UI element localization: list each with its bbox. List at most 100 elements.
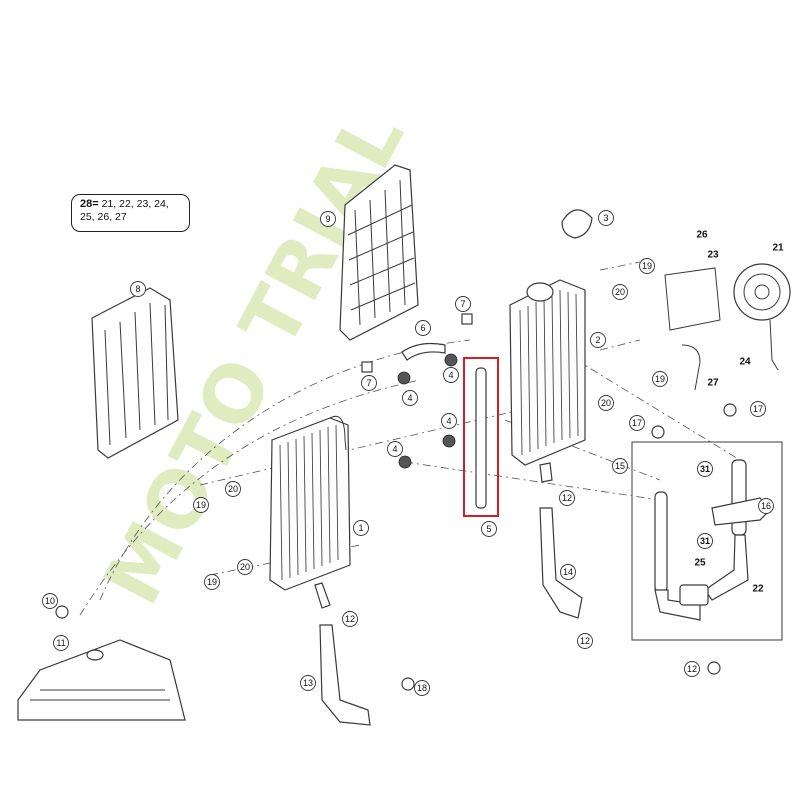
clamp-17-a[interactable] [651,425,665,439]
svg-text:19: 19 [196,500,206,510]
svg-text:4: 4 [446,416,451,426]
callout-9: 9 [320,211,336,227]
callout-2: 2 [590,332,606,348]
callout-15: 15 [612,458,628,474]
engine-block [17,639,186,721]
callout-16: 16 [758,498,774,514]
svg-text:12: 12 [687,664,697,674]
bolt-11[interactable] [55,605,69,619]
wire-27[interactable] [681,344,701,391]
breather-hose-5[interactable] [475,367,487,509]
callout-10: 10 [42,593,58,609]
callout-5: 5 [481,521,497,537]
fan-wire-24[interactable] [769,319,779,371]
right-radiator-2[interactable] [509,279,586,483]
callout-7a: 7 [455,296,471,312]
svg-text:18: 18 [417,683,427,693]
callout-11: 11 [53,635,69,651]
grommet-4-a[interactable] [397,371,411,385]
svg-text:7: 7 [366,378,371,388]
clamp-12-d[interactable] [707,661,721,675]
callout-12d: 12 [684,661,700,677]
callout-13: 13 [300,675,316,691]
radiator-grille-8[interactable] [91,287,179,459]
svg-text:14: 14 [563,567,573,577]
svg-text:17: 17 [753,404,763,414]
kit-line-2: 25, 26, 27 [80,211,127,223]
hose-13[interactable] [319,624,371,726]
clamp-18[interactable] [401,677,415,691]
clamp-7-b[interactable] [361,361,373,373]
svg-text:12: 12 [580,636,590,646]
svg-text:12: 12 [345,614,355,624]
kit-note: 28= 21, 22, 23, 24, 25, 26, 27 [71,194,190,232]
kit-equals: = [92,198,99,210]
svg-text:6: 6 [420,323,425,333]
label-27: 27 [707,378,719,389]
svg-text:16: 16 [761,501,771,511]
callout-6: 6 [415,320,431,336]
kit-number: 28 [80,198,93,210]
svg-text:31: 31 [700,536,710,546]
left-radiator-1[interactable] [269,415,351,609]
svg-text:8: 8 [135,284,140,294]
svg-text:4: 4 [392,444,397,454]
label-25: 25 [694,558,706,569]
callout-18: 18 [414,680,430,696]
svg-text:12: 12 [562,493,572,503]
callout-17a: 17 [629,415,645,431]
callout-7b: 7 [361,375,377,391]
svg-text:20: 20 [601,398,611,408]
hose-14[interactable] [539,507,583,619]
callouts: 1 2 3 4 4 4 4 5 6 7 7 8 9 10 11 12 12 12… [42,210,774,696]
clamp-7-a[interactable] [461,313,473,325]
callout-20b: 20 [598,395,614,411]
svg-text:20: 20 [615,287,625,297]
radiator-grille-9[interactable] [339,164,419,341]
callout-12c: 12 [577,633,593,649]
svg-text:1: 1 [358,523,363,533]
svg-text:5: 5 [486,524,491,534]
water-pump-hose-assembly[interactable] [654,459,771,621]
svg-text:9: 9 [325,214,330,224]
grommet-4-c[interactable] [442,434,456,448]
callout-31b: 31 [697,533,713,549]
label-24: 24 [739,357,751,368]
callout-19a: 19 [639,258,655,274]
callout-14: 14 [560,564,576,580]
callout-20c: 20 [225,481,241,497]
label-22: 22 [752,584,764,595]
svg-text:20: 20 [228,484,238,494]
svg-text:19: 19 [207,577,217,587]
svg-text:11: 11 [56,638,65,648]
svg-text:2: 2 [595,335,600,345]
clamp-17-b[interactable] [723,403,737,417]
grommet-4-d[interactable] [398,455,412,469]
radiator-cap-3[interactable] [561,209,593,239]
kit-labels: 21 22 23 24 25 26 27 [694,230,784,595]
fan-shroud-23[interactable] [664,267,721,331]
callouts-31: 31 31 [697,461,713,549]
svg-text:20: 20 [240,562,250,572]
callout-20a: 20 [612,284,628,300]
highlight-box-part-5 [463,357,499,517]
svg-text:10: 10 [45,596,55,606]
hose-6[interactable] [401,342,446,361]
svg-text:17: 17 [632,418,642,428]
callout-4d: 4 [387,441,403,457]
label-26: 26 [696,230,708,241]
kit-line-1: 21, 22, 23, 24, [101,198,169,210]
callout-17b: 17 [750,401,766,417]
callout-31a: 31 [697,461,713,477]
callout-19c: 19 [193,497,209,513]
callout-1: 1 [353,520,369,536]
grommet-4-b[interactable] [444,353,458,367]
callout-4b: 4 [443,367,459,383]
svg-text:4: 4 [448,370,453,380]
cooling-fan-21[interactable] [733,263,791,321]
svg-text:3: 3 [603,213,608,223]
svg-text:19: 19 [655,374,665,384]
callout-4a: 4 [402,390,418,406]
